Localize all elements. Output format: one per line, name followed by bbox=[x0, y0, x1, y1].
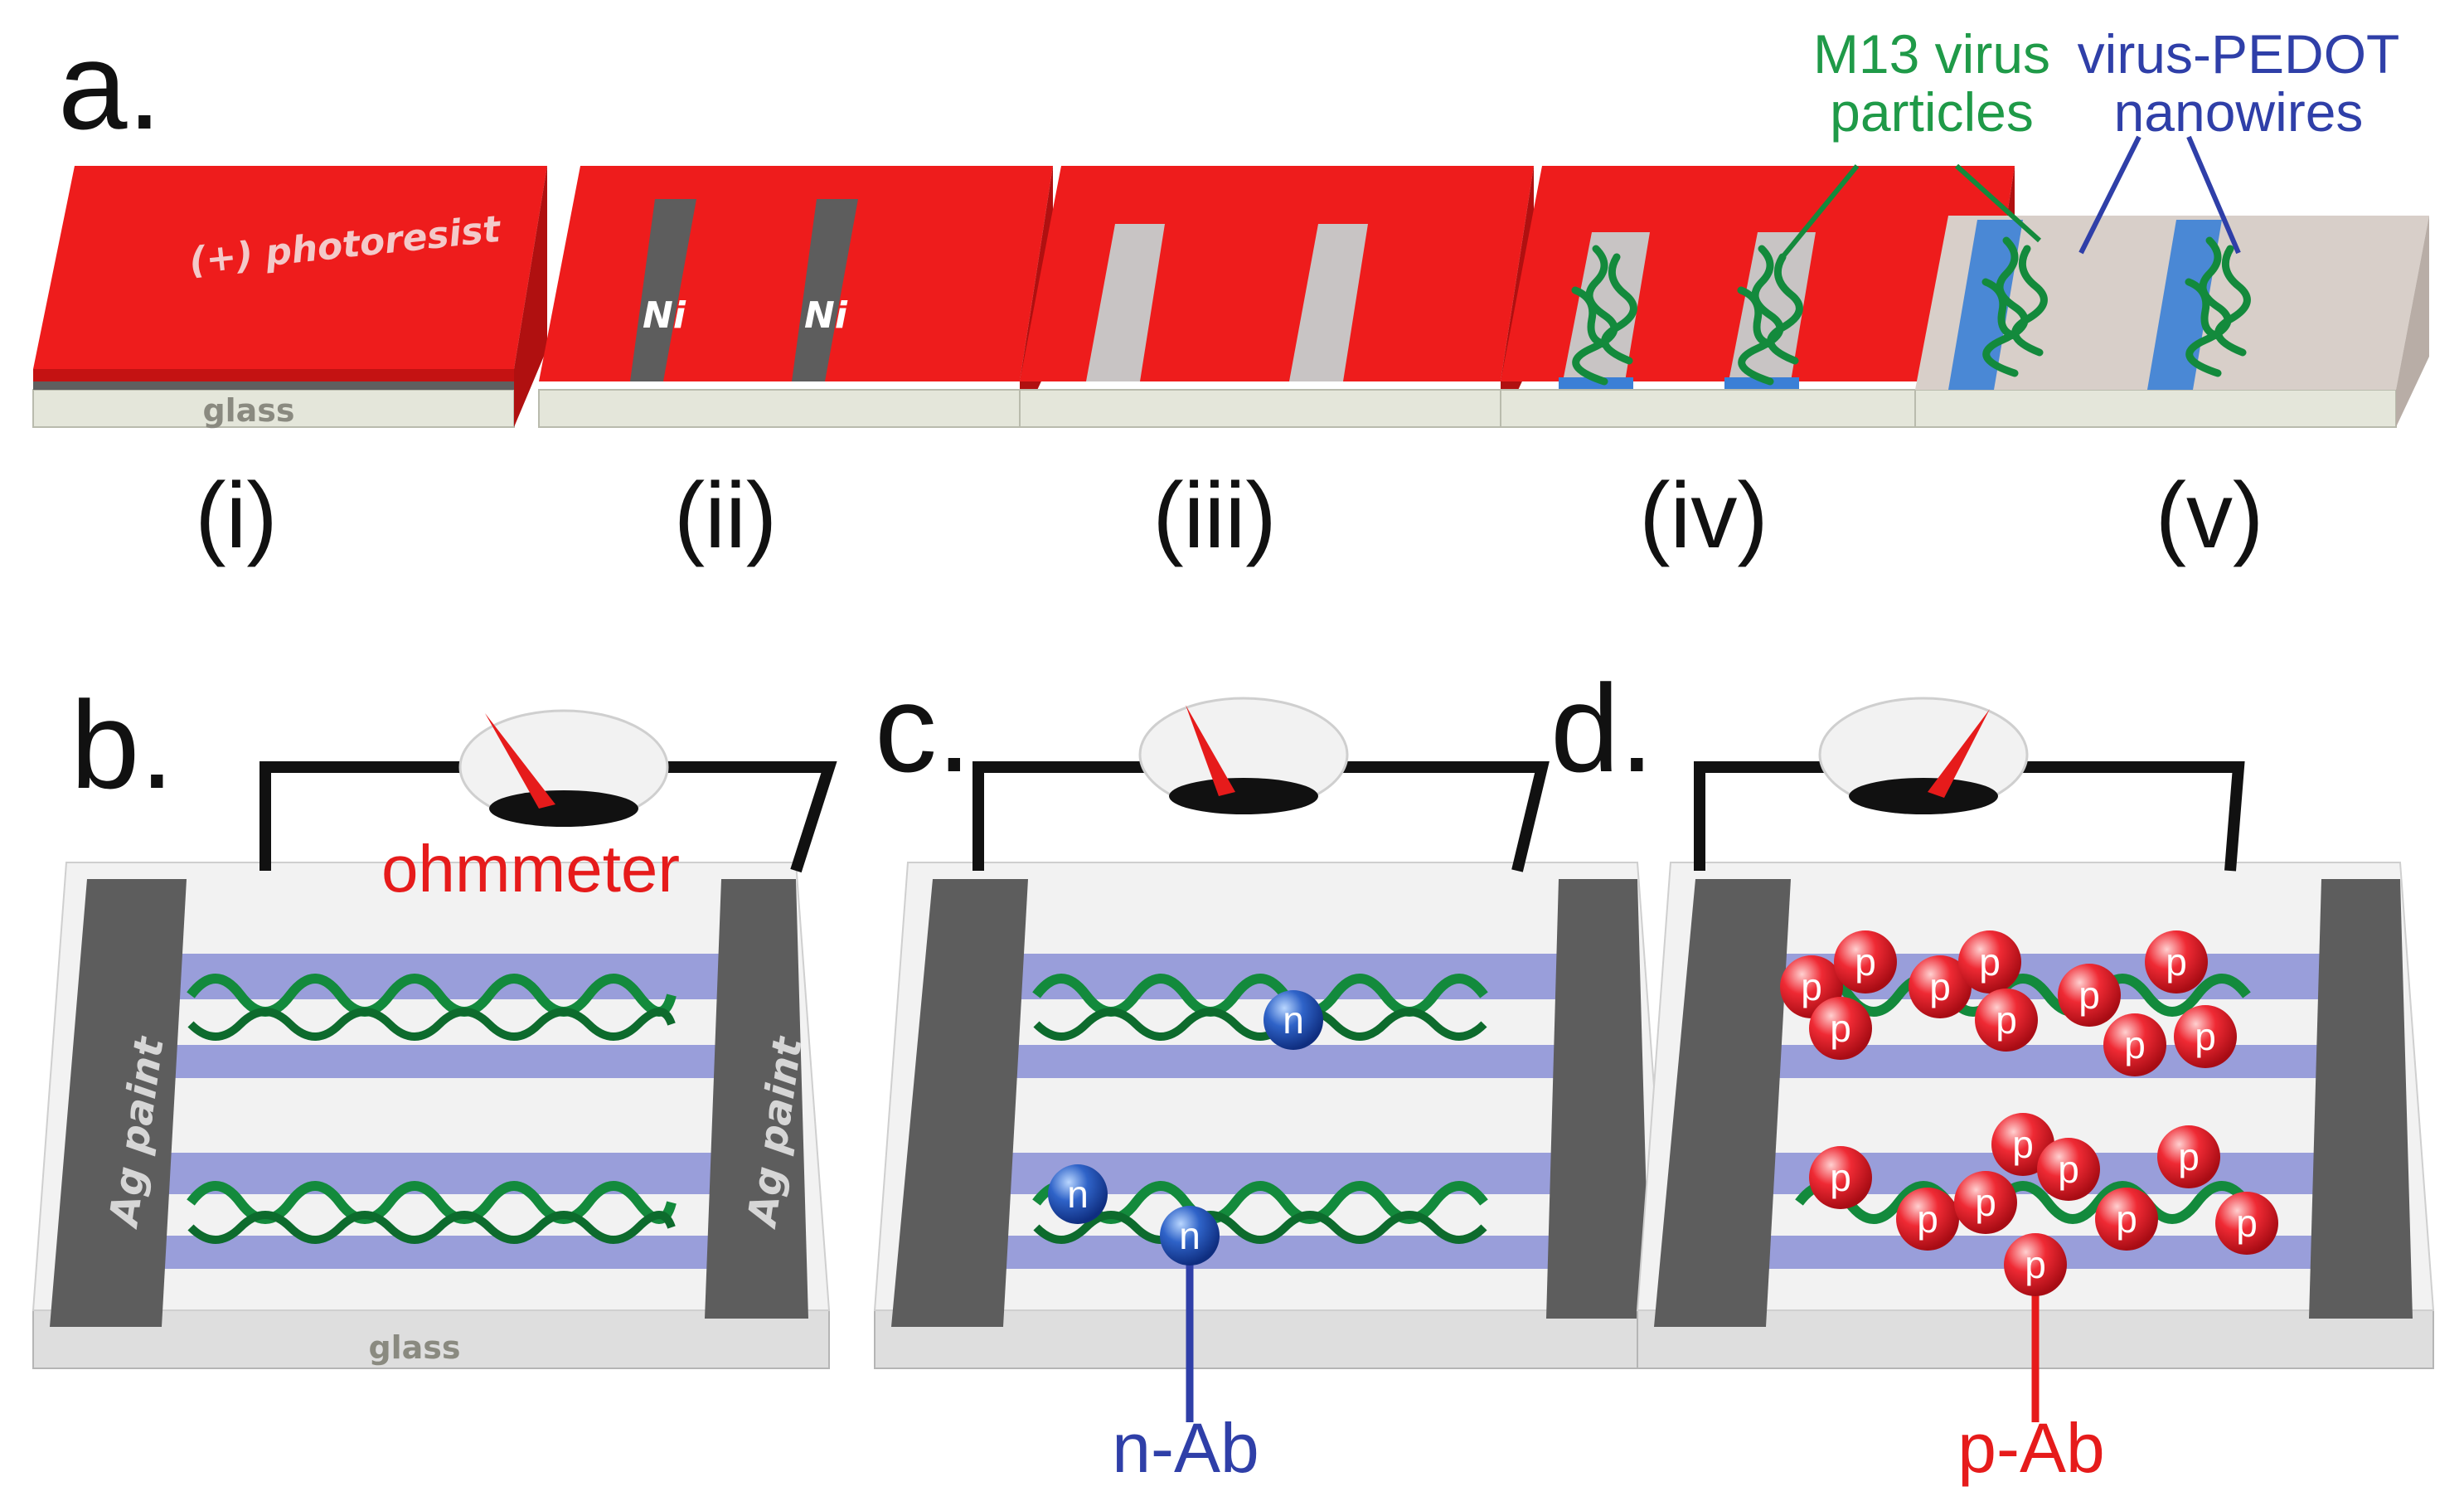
virus-strands-v-2 bbox=[2185, 236, 2251, 377]
glass-label-a: glass bbox=[202, 392, 294, 429]
panel-a-letter: a. bbox=[58, 16, 162, 155]
step-ii-block: Ni Ni bbox=[538, 166, 1053, 428]
p-bead-2: p bbox=[1834, 930, 1897, 993]
svg-text:p: p bbox=[1917, 1198, 1938, 1241]
svg-text:p: p bbox=[2236, 1202, 2258, 1245]
ni-strip-2 bbox=[792, 199, 858, 381]
svg-text:p: p bbox=[2116, 1198, 2137, 1241]
ag-electrode-right bbox=[705, 879, 808, 1319]
svg-text:p: p bbox=[1996, 998, 2017, 1042]
svg-text:p: p bbox=[1929, 965, 1951, 1008]
svg-text:p: p bbox=[1975, 1181, 1996, 1224]
n-bead-1: n bbox=[1264, 990, 1323, 1050]
step-label-v: (v) bbox=[2156, 464, 2264, 567]
svg-text:p: p bbox=[2025, 1243, 2046, 1286]
nanowire-label-line2: nanowires bbox=[2114, 81, 2364, 143]
p-bead-17: p bbox=[2157, 1125, 2220, 1188]
p-bead-18: p bbox=[2215, 1192, 2278, 1255]
step-iii-block bbox=[1019, 166, 1534, 428]
ohmmeter-d bbox=[1694, 697, 2245, 872]
p-bead-11: p bbox=[1809, 1146, 1872, 1209]
ohmmeter-b bbox=[259, 709, 837, 873]
n-ab-label: n-Ab bbox=[1112, 1409, 1259, 1487]
step-iv-block bbox=[1500, 164, 2015, 428]
nanowire-2 bbox=[2147, 220, 2226, 390]
virus-row-d-2 bbox=[1795, 1181, 2251, 1224]
step-label-ii: (ii) bbox=[674, 464, 777, 567]
panel-d-letter: d. bbox=[1550, 658, 1654, 798]
panel-b-letter: b. bbox=[70, 675, 174, 814]
panel-c-letter: c. bbox=[875, 658, 972, 798]
p-bead-16: p bbox=[2095, 1188, 2158, 1251]
p-bead-5: p bbox=[1958, 930, 2021, 993]
n-bead-2: n bbox=[1048, 1164, 1108, 1224]
p-ab-label: p-Ab bbox=[1957, 1409, 2104, 1487]
p-bead-4: p bbox=[1909, 955, 1972, 1018]
step-label-i: (i) bbox=[195, 464, 277, 567]
virus-label-line1: M13 virus bbox=[1813, 23, 2050, 85]
panel-b-device: Ag paint Ag paint glass bbox=[32, 862, 831, 1369]
p-bead-12: p bbox=[1896, 1188, 1959, 1251]
panel-c-device bbox=[873, 862, 1672, 1422]
p-bead-6: p bbox=[1975, 989, 2038, 1052]
ni-label-2: Ni bbox=[804, 294, 848, 337]
svg-text:n: n bbox=[1283, 998, 1304, 1042]
ni-label-1: Ni bbox=[643, 294, 686, 337]
svg-text:n: n bbox=[1067, 1173, 1089, 1216]
n-bead-3: n bbox=[1160, 1206, 1220, 1266]
p-bead-8: p bbox=[2103, 1013, 2166, 1076]
svg-text:p: p bbox=[2195, 1015, 2216, 1058]
virus-row-c-4 bbox=[1033, 1211, 1487, 1244]
svg-text:p: p bbox=[1830, 1007, 1851, 1050]
virus-label-line2: particles bbox=[1830, 81, 2034, 143]
svg-text:p: p bbox=[1979, 940, 2001, 984]
virus-row-d-1 bbox=[1795, 974, 2251, 1017]
ni-strip-1 bbox=[630, 199, 696, 381]
step-label-iii: (iii) bbox=[1152, 464, 1276, 567]
svg-text:p: p bbox=[2166, 940, 2187, 984]
nanowire-label-line1: virus-PEDOT bbox=[2078, 23, 2400, 85]
p-bead-15: p bbox=[2037, 1138, 2100, 1201]
p-bead-7: p bbox=[2058, 964, 2121, 1027]
svg-text:p: p bbox=[2058, 1148, 2079, 1191]
p-bead-3: p bbox=[1809, 997, 1872, 1060]
virus-row-c-2 bbox=[1033, 1008, 1487, 1041]
svg-text:p: p bbox=[1830, 1156, 1851, 1199]
glass-label-b: glass bbox=[368, 1329, 460, 1366]
step-v-block bbox=[1914, 135, 2429, 428]
p-bead-13: p bbox=[1954, 1171, 2017, 1234]
virus-row-b-4 bbox=[187, 1211, 676, 1244]
p-bead-10: p bbox=[2174, 1005, 2237, 1068]
svg-text:p: p bbox=[1855, 940, 1876, 984]
ohmmeter-label: ohmmeter bbox=[381, 832, 680, 906]
virus-strands-v-1 bbox=[1981, 236, 2048, 377]
p-bead-19: p bbox=[2004, 1233, 2067, 1296]
step-i-block: (+) photoresist glass bbox=[32, 166, 547, 429]
ohmmeter-c bbox=[973, 697, 1550, 872]
svg-text:n: n bbox=[1179, 1214, 1200, 1257]
svg-text:p: p bbox=[2012, 1123, 2034, 1166]
svg-text:p: p bbox=[2078, 974, 2100, 1017]
virus-row-b-2 bbox=[187, 1008, 676, 1041]
nanowire-1 bbox=[1948, 220, 2027, 390]
svg-text:p: p bbox=[2124, 1023, 2146, 1066]
p-bead-9: p bbox=[2145, 930, 2208, 993]
virus-strands-iv-2 bbox=[1737, 245, 1803, 386]
ag-electrode-left bbox=[50, 879, 187, 1327]
svg-text:p: p bbox=[1801, 965, 1822, 1008]
virus-strands-iv-1 bbox=[1571, 245, 1637, 386]
step-label-iv: (iv) bbox=[1639, 464, 1768, 567]
svg-text:p: p bbox=[2178, 1135, 2200, 1178]
p-beads: p p p p p p p p p p p p p p p p p p p bbox=[1780, 930, 2278, 1296]
